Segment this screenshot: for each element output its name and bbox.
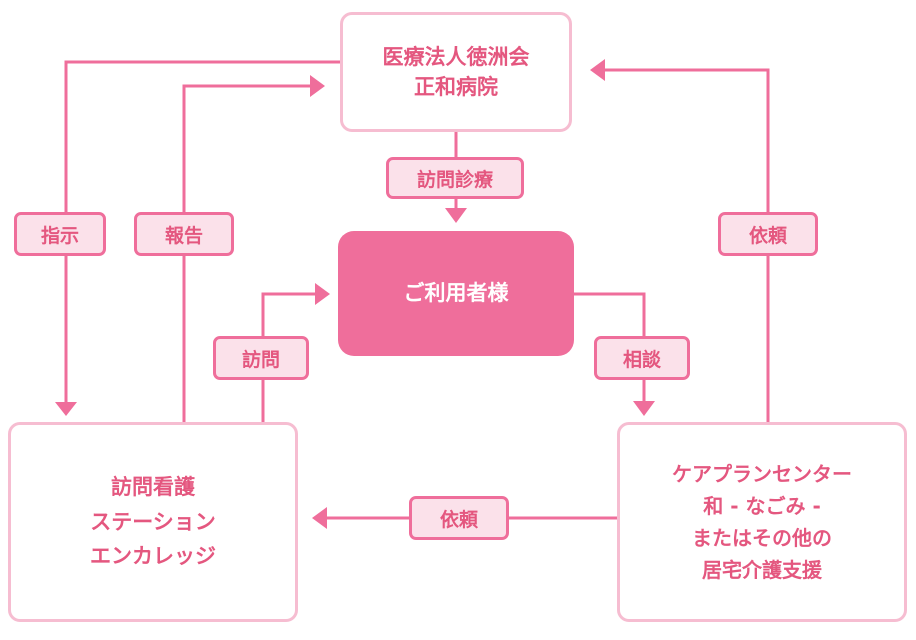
- care-line-3: またはその他の: [692, 526, 832, 550]
- edge-label-irai-nursing: 依頼: [409, 496, 509, 540]
- edge-label-houmon-shinryou: 訪問診療: [386, 157, 524, 199]
- arrow-houkoku: [182, 84, 311, 422]
- edge-label-irai-hospital: 依頼: [718, 212, 818, 256]
- edge-label-soudan: 相談: [594, 336, 690, 380]
- arrowhead-houmon-shinryou: [445, 208, 467, 223]
- arrowhead-houmon: [315, 283, 330, 305]
- node-user: ご利用者様: [338, 231, 574, 356]
- arrowhead-shiji: [55, 402, 77, 416]
- arrow-shiji: [64, 60, 340, 403]
- care-line-4: 居宅介護支援: [702, 558, 822, 582]
- care-line-1: ケアプランセンター: [672, 462, 852, 486]
- arrow-irai-hospital: [604, 68, 770, 422]
- arrowhead-soudan: [633, 401, 655, 416]
- node-hospital: 医療法人徳洲会 正和病院: [340, 12, 572, 132]
- edge-label-houmon: 訪問: [213, 336, 309, 380]
- hospital-name-line-1: 医療法人徳洲会: [382, 44, 530, 69]
- arrowhead-houkoku: [310, 75, 325, 97]
- arrowhead-irai-nursing: [312, 507, 327, 529]
- nursing-line-2: ステーション: [90, 509, 216, 534]
- care-line-2: 和 - なごみ -: [703, 494, 821, 518]
- nursing-line-3: エンカレッジ: [90, 544, 216, 569]
- arrowhead-irai-hospital: [590, 59, 605, 81]
- node-care-plan-center: ケアプランセンター 和 - なごみ - またはその他の 居宅介護支援: [617, 422, 907, 622]
- node-nursing-station: 訪問看護 ステーション エンカレッジ: [8, 422, 298, 622]
- user-label: ご利用者様: [403, 281, 509, 306]
- edge-label-houkoku: 報告: [134, 212, 234, 256]
- nursing-line-1: 訪問看護: [111, 475, 195, 500]
- hospital-name-line-2: 正和病院: [414, 75, 498, 99]
- edge-label-shiji: 指示: [14, 212, 106, 256]
